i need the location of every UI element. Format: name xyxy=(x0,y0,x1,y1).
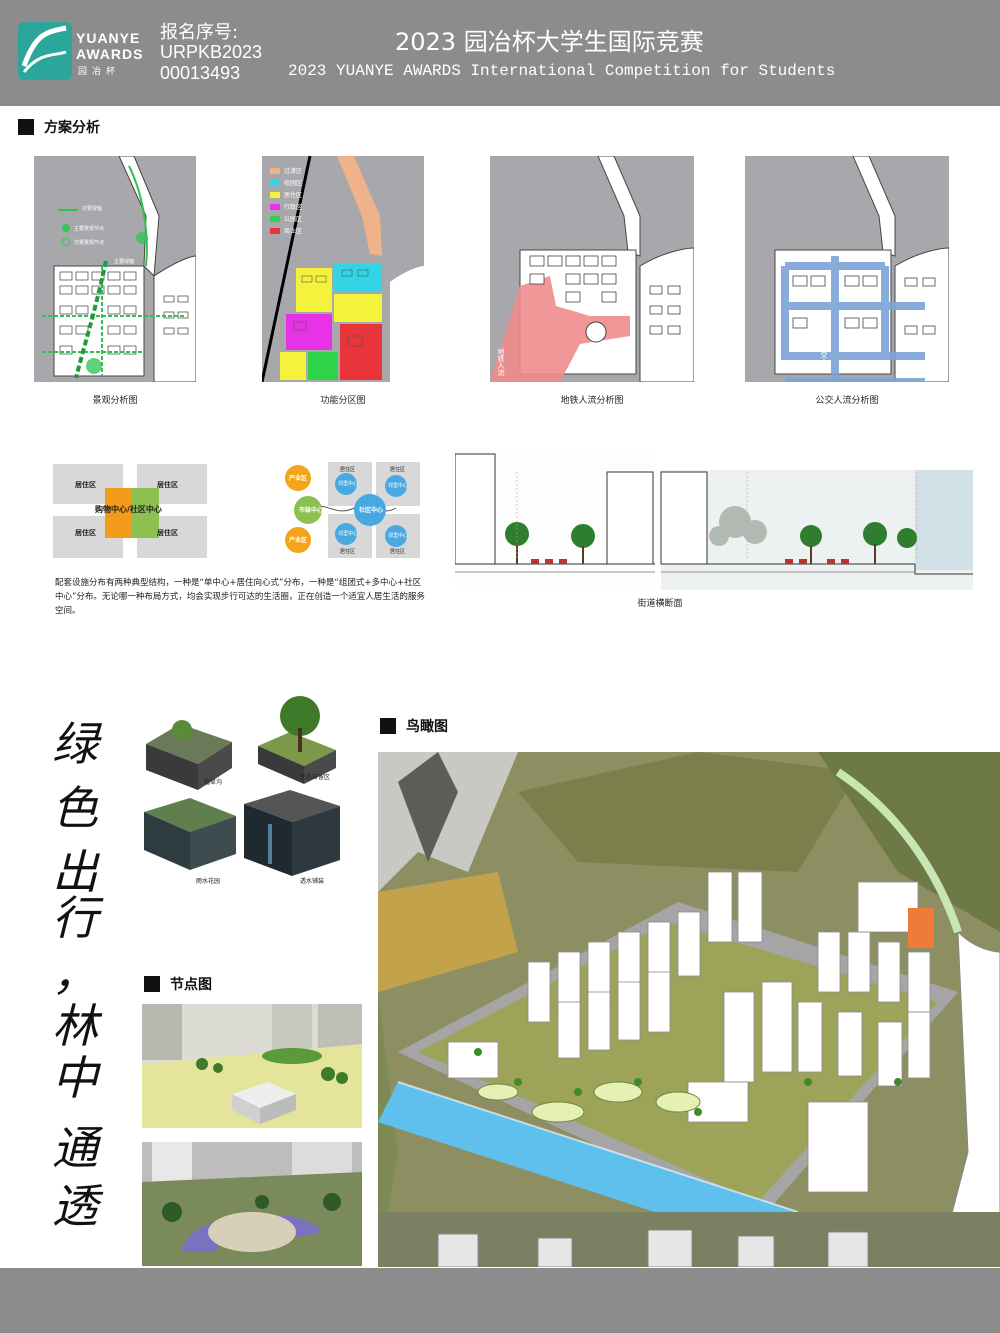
slogan-char: 色 xyxy=(52,781,98,835)
eco-caption: 植草沟 xyxy=(204,779,223,786)
street-cross-sections xyxy=(455,450,973,590)
section-heading-aerial: 鸟瞰图 xyxy=(380,716,448,736)
metro-flow-map: 地铁人流 xyxy=(490,156,694,382)
function-legend-row: 校园区 xyxy=(270,178,302,187)
registration-label: 报名序号: xyxy=(160,22,239,43)
section-heading-nodes: 节点图 xyxy=(144,974,212,994)
eco-caption: 生态滞留区 xyxy=(300,774,331,781)
legend-swatch-icon xyxy=(270,215,280,222)
logo-text-line1: YUANYE xyxy=(76,30,141,46)
metro-flow-label: 地铁人流 xyxy=(497,348,505,376)
legend-swatch-icon xyxy=(270,167,280,174)
diagram-label: 居住区 xyxy=(157,481,178,489)
diagram-node-label: 邻里中心 xyxy=(388,483,409,489)
bus-map-caption: 公交人流分析图 xyxy=(815,396,879,406)
center-block-orange xyxy=(105,488,132,538)
heading-square-icon xyxy=(144,976,160,992)
diagram-node-label: 居住区 xyxy=(340,467,356,473)
legend-swatch-icon xyxy=(270,203,280,210)
diagram-label: 居住区 xyxy=(75,481,96,489)
function-legend-row: 公园区 xyxy=(270,214,302,223)
slogan-char: 绿 xyxy=(52,717,98,771)
diagram-node-label: 市级中心 xyxy=(299,507,324,514)
registration-number-line1: URPKB2023 xyxy=(160,42,263,62)
registration-number-line2: 00013493 xyxy=(160,63,241,83)
legend-swatch-icon xyxy=(270,179,280,186)
aerial-view-render xyxy=(378,752,1000,1267)
slogan-char: ， xyxy=(52,947,98,1001)
function-legend-row: 居住区 xyxy=(270,190,302,199)
heading-square-icon xyxy=(18,119,34,135)
street-section-caption: 街道横断面 xyxy=(637,599,683,609)
facilities-description: 配套设施分布有两种典型结构，一种是“单中心+居住向心式”分布，一种是“组团式+多… xyxy=(55,578,425,616)
slogan-char: 中 xyxy=(52,1051,98,1105)
center-block-green xyxy=(132,488,159,538)
diagram-node-label: 居住区 xyxy=(340,549,356,555)
legend-label: 公园区 xyxy=(284,216,303,223)
diagram-node-label: 社区中心 xyxy=(359,507,384,514)
legend-label: 过渡区 xyxy=(284,168,303,175)
diagram-node-label: 产业区 xyxy=(289,537,308,544)
function-zoning-map: 过渡区 校园区 居住区 行政区 公园区 商业区 xyxy=(262,156,424,382)
diagram-node-label: 邻里中心 xyxy=(338,531,359,537)
single-center-diagram: 居住区 居住区 居住区 居住区 购物中心/社区中心 xyxy=(53,464,207,558)
bus-flow-map: 公交人流 xyxy=(745,156,949,382)
footer-bar xyxy=(0,1268,1000,1333)
landscape-legend-item: 次要绿轴 xyxy=(82,206,103,212)
function-legend-row: 行政区 xyxy=(270,202,302,211)
function-legend-row: 过渡区 xyxy=(270,166,302,175)
competition-title-cn: 2023 园冶杯大学生国际竞赛 xyxy=(395,28,704,56)
legend-swatch-icon xyxy=(270,191,280,198)
logo-mark-icon xyxy=(18,22,72,80)
diagram-node-label: 居住区 xyxy=(390,549,406,555)
function-legend: 过渡区 校园区 居住区 行政区 公园区 商业区 xyxy=(270,166,302,238)
function-map-caption: 功能分区图 xyxy=(320,396,366,406)
slogan-char: 行 xyxy=(52,891,98,945)
legend-swatch-icon xyxy=(270,227,280,234)
slogan-char: 透 xyxy=(52,1179,98,1233)
metro-map-caption: 地铁人流分析图 xyxy=(560,396,624,406)
slogan-char: 通 xyxy=(52,1121,98,1175)
legend-label: 居住区 xyxy=(284,192,303,199)
eco-infrastructure-illustrations: 植草沟 生态滞留区 雨水花园 透水铺装 xyxy=(140,694,348,886)
logo-text-line3: 园冶杯 xyxy=(78,67,121,77)
section-title-scheme: 方案分析 xyxy=(44,120,100,136)
landscape-legend-item: 主要景观节点 xyxy=(74,226,105,232)
landscape-analysis-map: 次要绿轴 主要景观节点 次要景观节点 主要绿轴 xyxy=(34,156,196,382)
bus-flow-label: 公交人流 xyxy=(820,344,828,372)
heading-square-icon xyxy=(380,718,396,734)
legend-label: 校园区 xyxy=(284,180,303,187)
slogan-char: 林 xyxy=(52,999,98,1053)
main-axis-label: 主要绿轴 xyxy=(114,259,135,265)
section-heading-scheme: 方案分析 xyxy=(18,117,100,137)
multi-center-diagram: 产业区 产业区 市级中心 社区中心 邻里中心 邻里中心 邻里中心 邻里中心 居住… xyxy=(284,462,430,560)
node-render-1 xyxy=(142,1004,362,1128)
header-bar: YUANYE AWARDS 园冶杯 报名序号: URPKB2023 000134… xyxy=(0,0,1000,106)
diagram-node-label: 居住区 xyxy=(390,467,406,473)
section-title-aerial: 鸟瞰图 xyxy=(406,719,448,735)
legend-label: 行政区 xyxy=(284,204,303,211)
diagram-node-label: 产业区 xyxy=(289,475,308,482)
eco-caption: 雨水花园 xyxy=(196,878,221,885)
landscape-map-caption: 景观分析图 xyxy=(92,396,138,406)
slogan-char: 出 xyxy=(52,845,98,899)
function-legend-row: 商业区 xyxy=(270,226,302,235)
diagram-label: 居住区 xyxy=(75,529,96,537)
diagram-label: 居住区 xyxy=(157,529,178,537)
landscape-legend-item: 次要景观节点 xyxy=(74,240,105,246)
diagram-node-label: 邻里中心 xyxy=(338,481,359,487)
section-title-nodes: 节点图 xyxy=(170,977,212,993)
competition-title-en: 2023 YUANYE AWARDS International Competi… xyxy=(288,62,836,80)
diagram-center-label: 购物中心/社区中心 xyxy=(95,505,162,514)
diagram-node-label: 邻里中心 xyxy=(388,533,409,539)
legend-label: 商业区 xyxy=(284,228,303,235)
yuanye-logo: YUANYE AWARDS 园冶杯 xyxy=(18,22,142,82)
node-render-2 xyxy=(142,1142,362,1266)
eco-caption: 透水铺装 xyxy=(300,878,325,885)
logo-text-line2: AWARDS xyxy=(76,46,144,62)
